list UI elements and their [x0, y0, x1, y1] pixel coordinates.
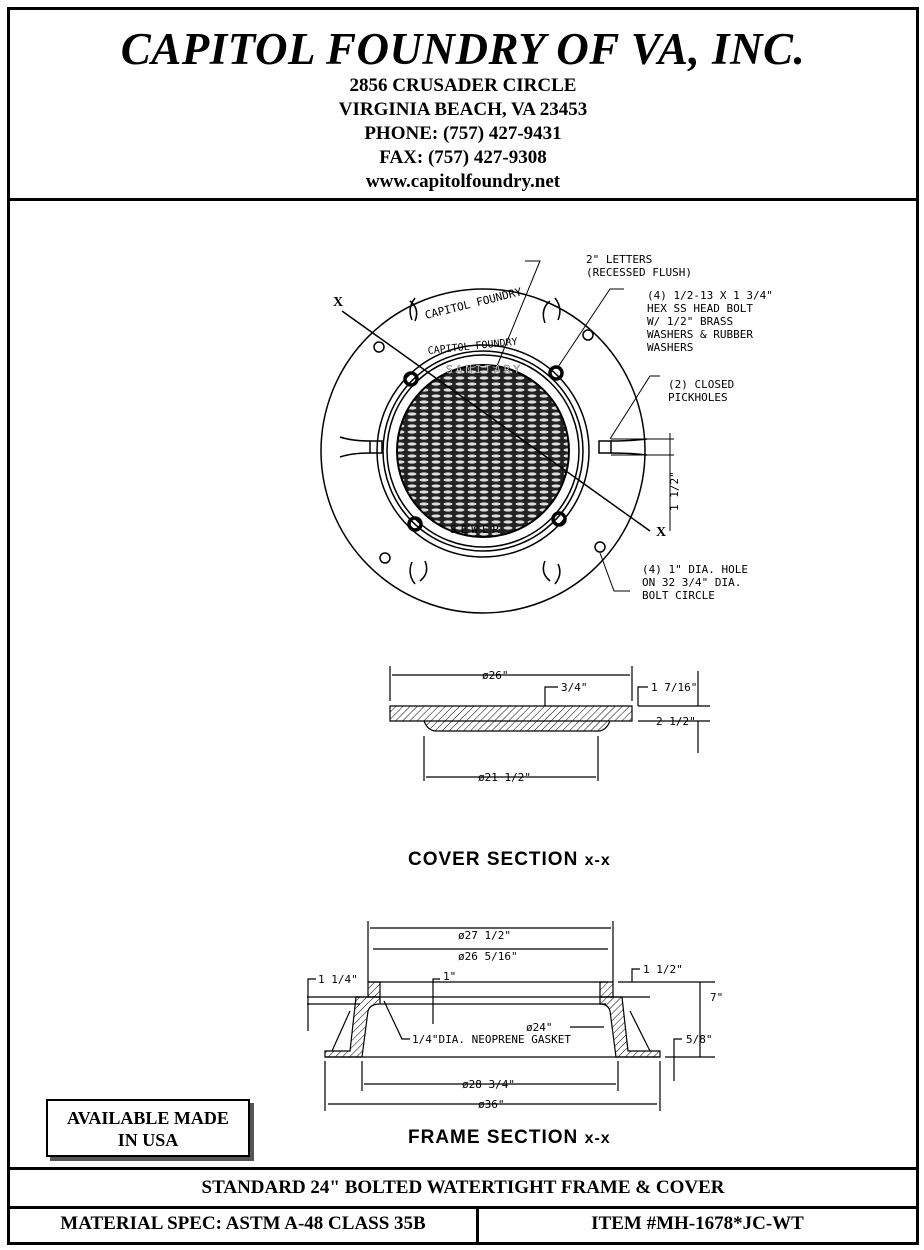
section-marker-a: X — [333, 295, 343, 310]
drawing-area: X X CAPITOL FOUNDRY CAPITOL FOUNDRY SANI… — [10, 201, 916, 1167]
drawing-sheet: CAPITOL FOUNDRY OF VA, INC. 2856 CRUSADE… — [7, 7, 919, 1245]
dim-cover-depth: 3/4" — [561, 681, 588, 694]
svg-text:2" LETTERS: 2" LETTERS — [586, 253, 652, 266]
dim-cover-inner: ø21 1/2" — [478, 771, 531, 784]
dim-cover-edge: 1 7/16" — [651, 681, 697, 694]
svg-text:W/ 1/2" BRASS: W/ 1/2" BRASS — [647, 315, 733, 328]
frame-section-title: FRAME SECTION x-x — [408, 1127, 611, 1148]
svg-text:(2) CLOSED: (2) CLOSED — [668, 378, 734, 391]
phone: PHONE: (757) 427-9431 — [364, 123, 562, 144]
bolt-circle-holes — [373, 329, 606, 564]
frame-section-drawing — [307, 921, 715, 1111]
note-holes: (4) 1" DIA. HOLE ON 32 3/4" DIA. BOLT CI… — [642, 563, 748, 602]
dim-frame-base-inner: ø28 3/4" — [462, 1078, 515, 1091]
company-name: CAPITOL FOUNDRY OF VA, INC. — [120, 24, 806, 74]
item-number: ITEM #MH-1678*JC-WT — [591, 1213, 804, 1234]
ring-text: CAPITOL FOUNDRY — [424, 285, 524, 322]
cover-top-view — [320, 260, 674, 614]
svg-text:BOLT CIRCLE: BOLT CIRCLE — [642, 589, 715, 602]
svg-text:(RECESSED FLUSH): (RECESSED FLUSH) — [586, 266, 692, 279]
svg-text:PICKHOLES: PICKHOLES — [668, 391, 728, 404]
svg-text:(4) 1" DIA. HOLE: (4) 1" DIA. HOLE — [642, 563, 748, 576]
cover-text-sanitary: SANITARY — [446, 363, 523, 376]
dim-frame-top-outer: ø27 1/2" — [458, 929, 511, 942]
address-line-1: 2856 CRUSADER CIRCLE — [349, 75, 577, 96]
note-pickholes: (2) CLOSED PICKHOLES — [668, 378, 734, 404]
bolt-icons — [403, 365, 567, 532]
svg-text:HEX SS HEAD BOLT: HEX SS HEAD BOLT — [647, 302, 753, 315]
dim-frame-seat: 1" — [443, 970, 456, 983]
dim-cover-height: 2 1/2" — [656, 715, 696, 728]
badge-line-1: AVAILABLE MADE — [67, 1108, 229, 1128]
dim-frame-base-outer: ø36" — [478, 1098, 505, 1111]
dim-frame-opening: ø24" — [526, 1021, 553, 1034]
footer-info: MATERIAL SPEC: ASTM A-48 CLASS 35B ITEM … — [10, 1206, 916, 1242]
website-link[interactable]: www.capitolfoundry.net — [365, 171, 561, 192]
dim-frame-right-top: 1 1/2" — [643, 963, 683, 976]
title-block-header: CAPITOL FOUNDRY OF VA, INC. 2856 CRUSADE… — [10, 10, 916, 201]
dim-frame-height: 7" — [710, 991, 723, 1004]
svg-text:WASHERS: WASHERS — [647, 341, 693, 354]
fax: FAX: (757) 427-9308 — [379, 147, 547, 168]
cover-section-title: COVER SECTION x-x — [408, 849, 611, 870]
cover-text-sewer: SEWER — [450, 523, 503, 536]
section-marker-b: X — [656, 525, 666, 540]
badge-line-2: IN USA — [117, 1130, 179, 1150]
note-letters: 2" LETTERS (RECESSED FLUSH) — [586, 253, 692, 279]
dim-frame-flange: 5/8" — [686, 1033, 713, 1046]
svg-text:(4) 1/2-13 X 1 3/4": (4) 1/2-13 X 1 3/4" — [647, 289, 773, 302]
product-title: STANDARD 24" BOLTED WATERTIGHT FRAME & C… — [10, 1167, 916, 1209]
cover-section-drawing — [389, 666, 710, 781]
material-spec: MATERIAL SPEC: ASTM A-48 CLASS 35B — [10, 1206, 479, 1242]
technical-drawing: X X CAPITOL FOUNDRY CAPITOL FOUNDRY SANI… — [307, 253, 773, 1148]
dim-cover-diameter: ø26" — [482, 669, 509, 682]
dim-frame-top-inner: ø26 5/16" — [458, 950, 518, 963]
address-line-2: VIRGINIA BEACH, VA 23453 — [338, 99, 588, 120]
dim-frame-left: 1 1/4" — [318, 973, 358, 986]
svg-text:ON 32 3/4" DIA.: ON 32 3/4" DIA. — [642, 576, 741, 589]
svg-text:WASHERS & RUBBER: WASHERS & RUBBER — [647, 328, 753, 341]
note-bolts: (4) 1/2-13 X 1 3/4" HEX SS HEAD BOLT W/ … — [647, 289, 773, 354]
made-in-usa-badge: AVAILABLE MADE IN USA — [46, 1099, 250, 1157]
gasket-note: 1/4"DIA. NEOPRENE GASKET — [412, 1033, 571, 1046]
dim-pickhole: 1 1/2" — [668, 471, 681, 511]
